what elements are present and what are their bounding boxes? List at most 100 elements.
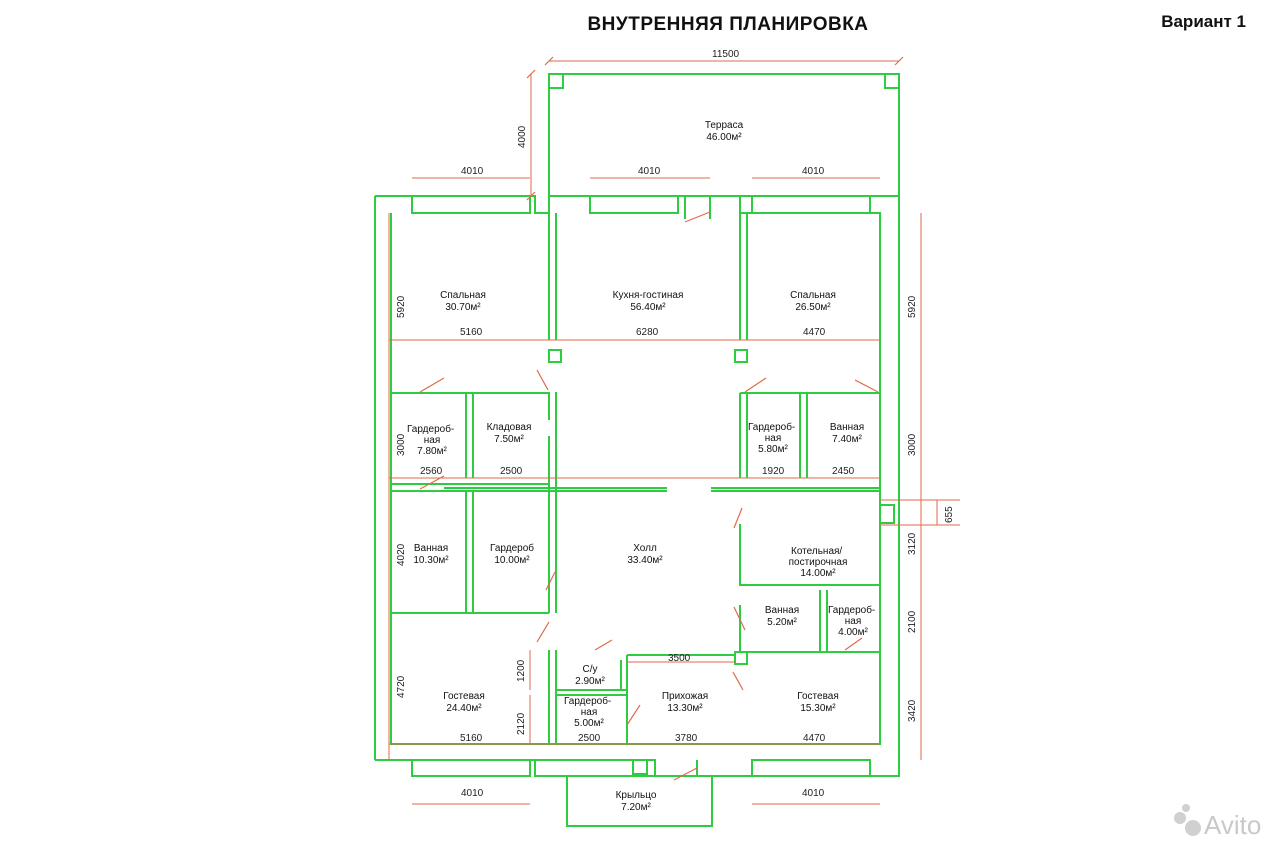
dim-row3-c: 3780: [675, 733, 698, 744]
svg-text:7.80м²: 7.80м²: [417, 446, 447, 457]
svg-text:Ванная: Ванная: [765, 605, 799, 616]
svg-text:5.20м²: 5.20м²: [767, 617, 797, 628]
svg-text:7.20м²: 7.20м²: [621, 802, 651, 813]
window: [751, 195, 871, 214]
room-bath-3: Ванная 5.20м²: [765, 605, 799, 628]
partition: [739, 213, 748, 340]
room-name-line: Гардероб-: [748, 421, 795, 433]
svg-text:Ванная: Ванная: [830, 422, 864, 433]
dim-right-top: 5920: [907, 295, 918, 318]
room-name-line: ная: [845, 616, 862, 627]
dim-row1-right: 4470: [803, 327, 826, 338]
svg-text:Гостевая: Гостевая: [797, 691, 839, 702]
svg-text:10.00м²: 10.00м²: [494, 555, 530, 566]
room-wardrobe-2: Гардероб- ная 5.80м²: [748, 421, 795, 455]
dim-row1-left: 5160: [460, 327, 483, 338]
terrace-post: [884, 73, 900, 89]
dim-row2-a: 2560: [420, 466, 443, 477]
room-storage: Кладовая 7.50м²: [487, 422, 532, 445]
dim-row2-b: 2500: [500, 466, 523, 477]
window: [411, 195, 531, 214]
window: [751, 759, 871, 777]
watermark: Avito: [1174, 804, 1261, 840]
room-name-line: Котельная/: [791, 546, 842, 557]
door: [684, 211, 711, 223]
window: [411, 759, 531, 777]
room-bath-1: Ванная 7.40м²: [830, 422, 864, 445]
room-wardrobe-3: Гардероб 10.00м²: [490, 542, 534, 566]
svg-text:14.00м²: 14.00м²: [800, 568, 836, 579]
room-name-line: ная: [424, 435, 441, 446]
room-entrance: Прихожая 13.30м²: [662, 691, 708, 714]
room-guest-right: Гостевая 15.30м²: [797, 691, 839, 714]
door: [419, 377, 445, 393]
room-wardrobe-4-name: Гардероб- ная: [828, 604, 878, 627]
dim-window-center: 4010: [638, 166, 661, 177]
svg-text:33.40м²: 33.40м²: [627, 555, 663, 566]
door: [844, 637, 863, 651]
column: [632, 759, 648, 775]
door: [744, 377, 767, 393]
door: [594, 639, 613, 651]
door: [733, 606, 746, 631]
room-name-line: постирочная: [789, 557, 848, 568]
room-bedroom-left: Спальная 30.70м²: [440, 290, 486, 313]
room-name-line: ная: [765, 433, 782, 444]
svg-text:Кухня-гостиная: Кухня-гостиная: [613, 290, 684, 301]
window: [589, 195, 679, 214]
dim-wardrobe-height: 2120: [516, 712, 527, 735]
svg-text:Холл: Холл: [633, 543, 657, 554]
partition: [556, 655, 628, 744]
partition: [465, 491, 474, 613]
column: [734, 651, 748, 665]
svg-text:46.00м²: 46.00м²: [706, 132, 742, 143]
dim-hall-width: 3500: [668, 653, 691, 664]
dim-window-right: 4010: [802, 166, 825, 177]
dim-bottom-left-window: 4010: [461, 788, 484, 799]
room-boiler-name: Котельная/ постирочная: [789, 546, 848, 568]
room-name-line: ная: [581, 707, 598, 718]
watermark-dot: [1182, 804, 1190, 812]
dim-right-mid: 3000: [907, 433, 918, 456]
svg-text:2.90м²: 2.90м²: [575, 676, 605, 687]
door: [536, 369, 549, 391]
partition: [739, 392, 880, 478]
partition: [548, 213, 557, 340]
dim-row3-d: 4470: [803, 733, 826, 744]
door: [626, 704, 641, 726]
svg-text:13.30м²: 13.30м²: [667, 703, 703, 714]
svg-text:Спальная: Спальная: [790, 290, 836, 301]
dim-window-left: 4010: [461, 166, 484, 177]
room-kitchen-living: Кухня-гостиная 56.40м²: [613, 290, 684, 313]
svg-text:Прихожая: Прихожая: [662, 691, 708, 702]
svg-text:Крыльцо: Крыльцо: [616, 790, 657, 801]
dim-right-boiler: 3120: [907, 532, 918, 555]
room-wardrobe-1-name: Гардероб- ная: [407, 423, 457, 446]
svg-text:Гостевая: Гостевая: [443, 691, 485, 702]
svg-text:7.50м²: 7.50м²: [494, 434, 524, 445]
svg-text:15.30м²: 15.30м²: [800, 703, 836, 714]
dim-left-bottom: 4720: [396, 675, 407, 698]
dim-step: 655: [944, 506, 955, 523]
partition: [711, 487, 880, 492]
dim-row2-c: 1920: [762, 466, 785, 477]
column: [734, 349, 748, 363]
dim-row3-a: 5160: [460, 733, 483, 744]
partition: [444, 487, 667, 492]
svg-text:5.00м²: 5.00м²: [574, 718, 604, 729]
dim-terrace-depth: 4000: [517, 125, 528, 148]
dim-left-mid: 3000: [396, 433, 407, 456]
svg-text:24.40м²: 24.40м²: [446, 703, 482, 714]
door: [733, 507, 743, 529]
porch-outline: [566, 775, 713, 827]
dim-right-bath: 2100: [907, 610, 918, 633]
watermark-dot: [1185, 820, 1201, 836]
dim-row2-d: 2450: [832, 466, 855, 477]
svg-text:Спальная: Спальная: [440, 290, 486, 301]
svg-text:7.40м²: 7.40м²: [832, 434, 862, 445]
dim-left-top: 5920: [396, 295, 407, 318]
dim-row3-b: 2500: [578, 733, 601, 744]
room-name-line: Гардероб-: [564, 695, 611, 707]
svg-text:Ванная: Ванная: [414, 543, 448, 554]
